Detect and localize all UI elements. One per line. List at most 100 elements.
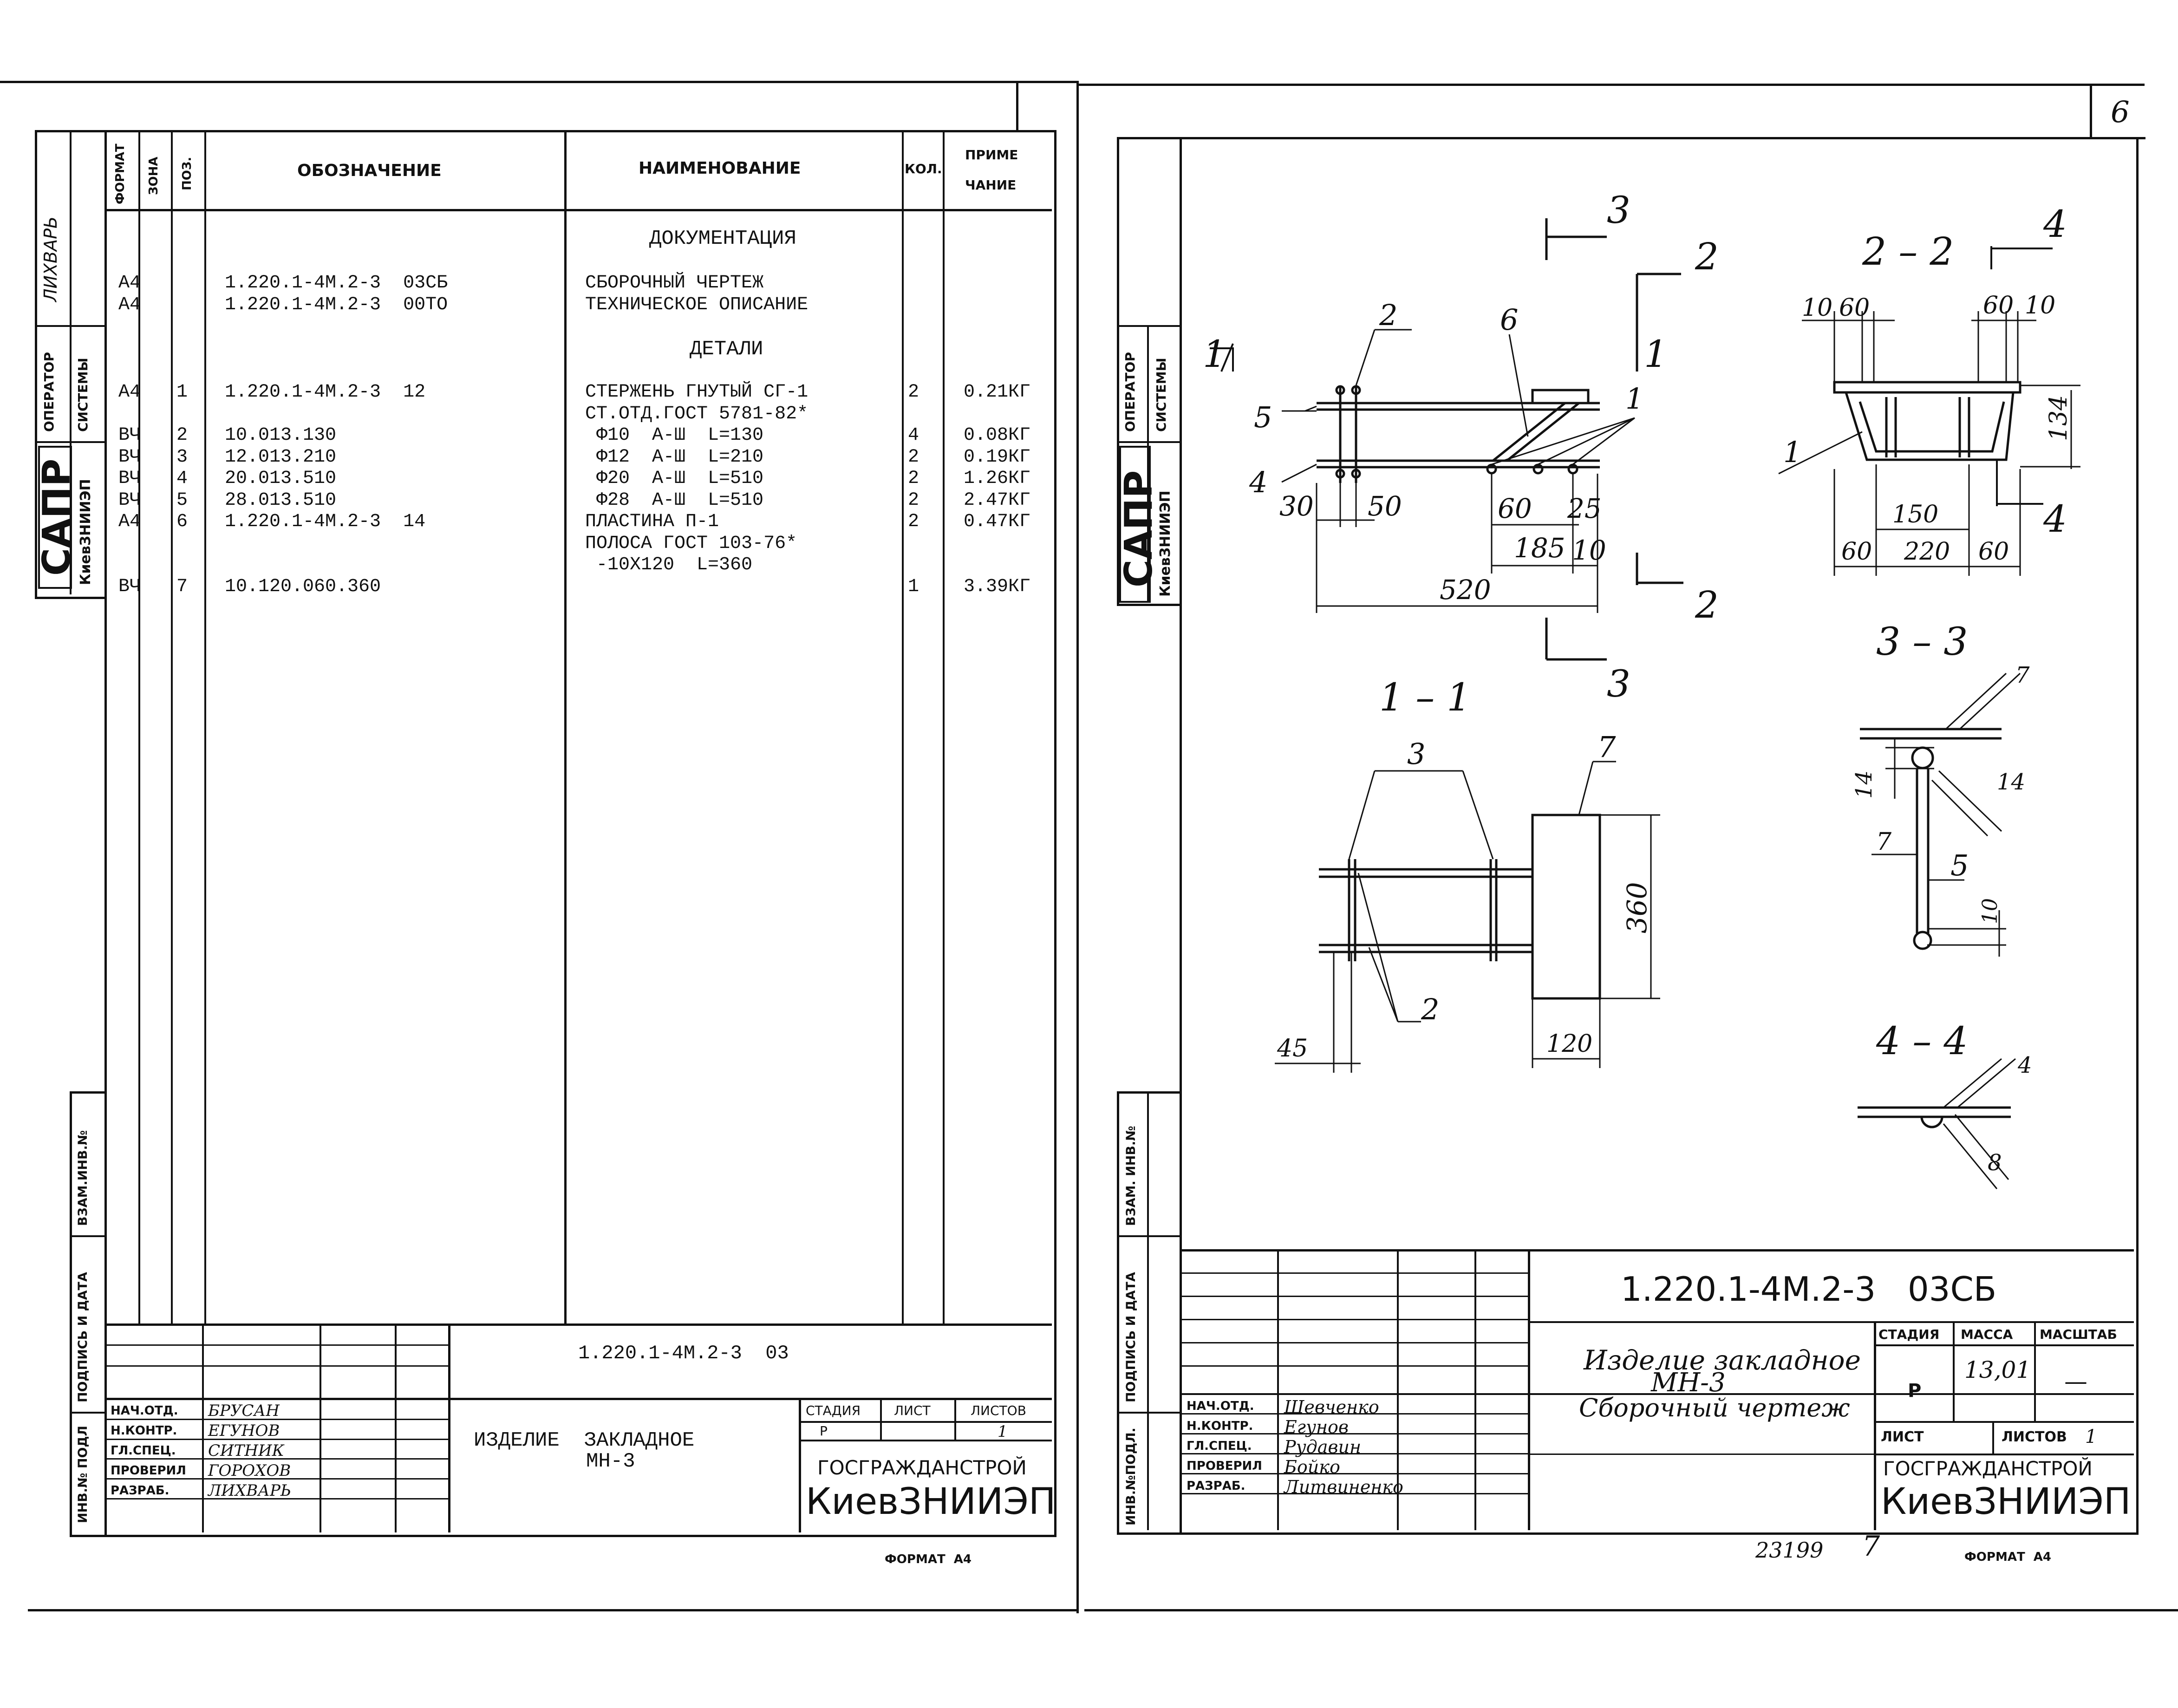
bottom-number: 23199	[1755, 1538, 1824, 1563]
tb-person: Рудавин	[1284, 1437, 1361, 1457]
row-format: А4	[118, 273, 141, 293]
section-details: ДЕТАЛИ	[690, 338, 763, 361]
spec-cell-pos: 2	[176, 425, 188, 446]
spec-cell-note: 1.26КГ	[964, 468, 1031, 489]
spec-cell-note: 0.47КГ	[964, 511, 1031, 532]
spec-cell-pos: 6	[176, 511, 188, 532]
col-qty: КОЛ.	[905, 161, 942, 176]
row-format: А4	[118, 294, 141, 315]
dim-22-10b: 10	[2025, 292, 2055, 319]
sapr-box	[38, 446, 72, 589]
spec-cell-name: ПЛАСТИНА П-1	[585, 511, 719, 532]
dim-520: 520	[1440, 574, 1491, 606]
tb-sheets: 1	[998, 1422, 1008, 1441]
spec-cell-qty: 2	[908, 511, 919, 532]
sheet-number: 6	[2111, 95, 2130, 130]
spec-cell-format: ВЧ	[118, 576, 141, 597]
spec-cell-pos: 4	[176, 468, 188, 489]
dim-50: 50	[1368, 490, 1402, 522]
tb-title-2: МН-3	[586, 1450, 635, 1473]
cut-2-bottom: 2	[1695, 583, 1719, 626]
spec-cell-qty: 2	[908, 489, 919, 511]
spec-cell-qty: 2	[908, 468, 919, 489]
tb-person: БРУСАН	[208, 1402, 280, 1420]
spec-cell-name: -10Х120 L=360	[585, 554, 753, 575]
spec-cell-name: СТ.ОТД.ГОСТ 5781-82*	[585, 403, 809, 424]
dim-33-14a: 14	[1851, 770, 1877, 799]
tb-role: НАЧ.ОТД.	[111, 1404, 178, 1418]
spec-cell-name: Ф20 А-Ш L=510	[585, 468, 764, 489]
format-note-left: ФОРМАТ А4	[885, 1552, 972, 1566]
tb-title-r-2: МН-3	[1651, 1368, 1726, 1398]
dim-22-60c: 60	[1841, 538, 1872, 566]
tb-scale-r: —	[2064, 1368, 2087, 1395]
spec-cell-qty: 2	[908, 382, 919, 403]
spec-cell-format: А4	[118, 382, 141, 403]
tb-role: ГЛ.СПЕЦ.	[1187, 1439, 1252, 1453]
row-name: СБОРОЧНЫЙ ЧЕРТЕЖ	[585, 273, 764, 293]
spec-cell-qty: 2	[908, 446, 919, 468]
col-note-2: ЧАНИЕ	[965, 177, 1017, 193]
tb-scale-label-r: МАСШТАБ	[2040, 1327, 2117, 1342]
dim-22-60a: 60	[1839, 294, 1870, 322]
spec-cell-pos: 7	[176, 576, 188, 597]
cut-1-right: 1	[1644, 332, 1668, 376]
tb-role: РАЗРАБ.	[111, 1484, 170, 1498]
spec-cell-format: ВЧ	[118, 468, 141, 489]
dim-33-7a: 7	[2015, 662, 2030, 688]
dim-60: 60	[1498, 493, 1532, 524]
tb-code-r: 1.220.1-4М.2-3 03СБ	[1621, 1270, 1997, 1309]
row-designation: 1.220.1-4М.2-3 03СБ	[225, 273, 448, 293]
tb-person: Шевченко	[1284, 1397, 1379, 1417]
format-note-right: ФОРМАТ А4	[1964, 1550, 2051, 1564]
tb-org-1: ГОСГРАЖДАНСТРОЙ	[817, 1456, 1027, 1479]
bottom-page: 7	[1862, 1530, 1880, 1563]
row-name: ТЕХНИЧЕСКОЕ ОПИСАНИЕ	[585, 294, 809, 315]
spec-cell-designation: 20.013.510	[225, 468, 337, 489]
dim-33-10: 10	[1978, 898, 2002, 924]
dim-44-4: 4	[2017, 1052, 2032, 1078]
spec-cell-note: 3.39КГ	[964, 576, 1031, 597]
spec-cell-name: Ф28 А-Ш L=510	[585, 489, 764, 511]
spec-cell-format: ВЧ	[118, 446, 141, 468]
part-2-s11: 2	[1421, 992, 1439, 1026]
spec-cell-qty: 1	[908, 576, 919, 597]
tb-title-r-1: Изделие закладное	[1584, 1344, 1861, 1376]
dim-22-220: 220	[1904, 538, 1950, 566]
spec-cell-designation: 1.220.1-4М.2-3 12	[225, 382, 426, 403]
side-fields	[70, 1091, 107, 1537]
tb-role: Н.КОНТР.	[111, 1424, 177, 1438]
tb-role: РАЗРАБ.	[1187, 1479, 1246, 1493]
tb-sheet-label: ЛИСТ	[894, 1403, 931, 1418]
cut-4-bottom: 4	[2043, 497, 2067, 541]
tb-mass-r: 13,01	[1964, 1356, 2031, 1383]
tb-sheet-label-r: ЛИСТ	[1881, 1429, 1924, 1445]
spec-cell-designation: 1.220.1-4М.2-3 14	[225, 511, 426, 532]
spec-frame	[104, 130, 1056, 1537]
col-designation: ОБОЗНАЧЕНИЕ	[297, 161, 442, 180]
cut-1-top: 1	[1203, 332, 1226, 376]
part-6: 6	[1500, 303, 1518, 337]
spec-cell-pos: 5	[176, 489, 188, 511]
part-3: 3	[1407, 737, 1425, 771]
tb-role: ПРОВЕРИЛ	[1187, 1459, 1262, 1473]
tb-person: ЕГУНОВ	[208, 1421, 280, 1440]
spec-cell-pos: 1	[176, 382, 188, 403]
dim-22-60b: 60	[1983, 292, 2014, 319]
sapr-box-r	[1119, 446, 1151, 603]
label-s44: 4 – 4	[1876, 1019, 1968, 1063]
part-4: 4	[1249, 465, 1267, 499]
tb-person: Литвиненко	[1284, 1477, 1403, 1497]
spec-cell-note: 0.21КГ	[964, 382, 1031, 403]
spec-cell-name: Ф10 А-Ш L=130	[585, 425, 764, 446]
dim-22-134: 134	[2045, 395, 2073, 441]
tb-role: ПРОВЕРИЛ	[111, 1464, 186, 1478]
spec-cell-qty: 4	[908, 425, 919, 446]
spec-cell-note: 0.19КГ	[964, 446, 1031, 468]
spec-cell-designation: 10.120.060.360	[225, 576, 381, 597]
sapr-stamp-right	[1117, 137, 1182, 606]
tb-sheets-label-r: ЛИСТОВ	[2002, 1429, 2067, 1445]
col-note-1: ПРИМЕ	[965, 147, 1018, 163]
section-documentation: ДОКУМЕНТАЦИЯ	[649, 227, 796, 250]
tb-person: ГОРОХОВ	[208, 1461, 291, 1480]
